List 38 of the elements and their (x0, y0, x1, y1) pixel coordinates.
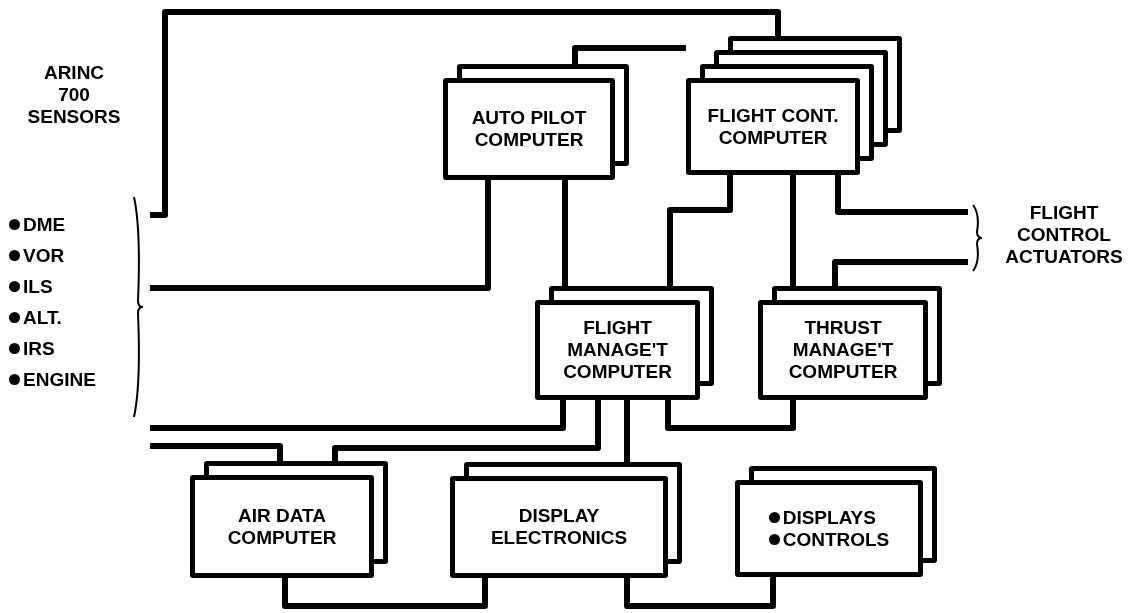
stacked-box (758, 286, 942, 400)
list-item: DISPLAYS (768, 506, 890, 529)
box-label: THRUST MANAGE'T COMPUTER (787, 317, 899, 383)
box-label: FLIGHT CONT. COMPUTER (706, 104, 840, 149)
connector-line (332, 400, 601, 461)
list-item: ILS (9, 276, 53, 298)
box-label: FLIGHT MANAGE'T COMPUTER (562, 317, 673, 383)
stacked-box (443, 64, 629, 180)
list-item: ENGINE (9, 369, 96, 391)
box-label: DISPLAY ELECTRONICS (489, 505, 629, 549)
stacked-box (535, 286, 714, 400)
connector-line (150, 9, 781, 218)
list-item: IRS (9, 338, 55, 360)
stacked-box (190, 461, 388, 578)
connector-line (665, 400, 796, 431)
connector-line (667, 175, 733, 286)
connector-line (562, 180, 568, 286)
stacked-box (450, 462, 682, 578)
connector-line (150, 443, 283, 461)
connector-line (150, 400, 566, 431)
group-heading: ARINC 700 SENSORS (26, 62, 122, 128)
connector-line (624, 577, 776, 609)
list-item: ALT. (9, 307, 62, 329)
box-label: AIR DATA COMPUTER (226, 504, 338, 549)
list-item: CONTROLS (768, 528, 890, 551)
connector-line (832, 259, 968, 286)
stacked-box (686, 36, 902, 175)
box-label: AUTO PILOT COMPUTER (470, 107, 588, 151)
text-label: FLIGHT CONTROL ACTUATORS (1004, 202, 1124, 268)
connector-line (624, 400, 630, 462)
list-item: DME (9, 214, 66, 236)
stacked-box (735, 466, 937, 577)
connector-line (835, 175, 968, 215)
connector-line (150, 180, 491, 291)
connector-line (282, 578, 488, 609)
connector-line (790, 175, 796, 286)
connector-line (572, 45, 686, 64)
list-item: VOR (9, 245, 65, 267)
